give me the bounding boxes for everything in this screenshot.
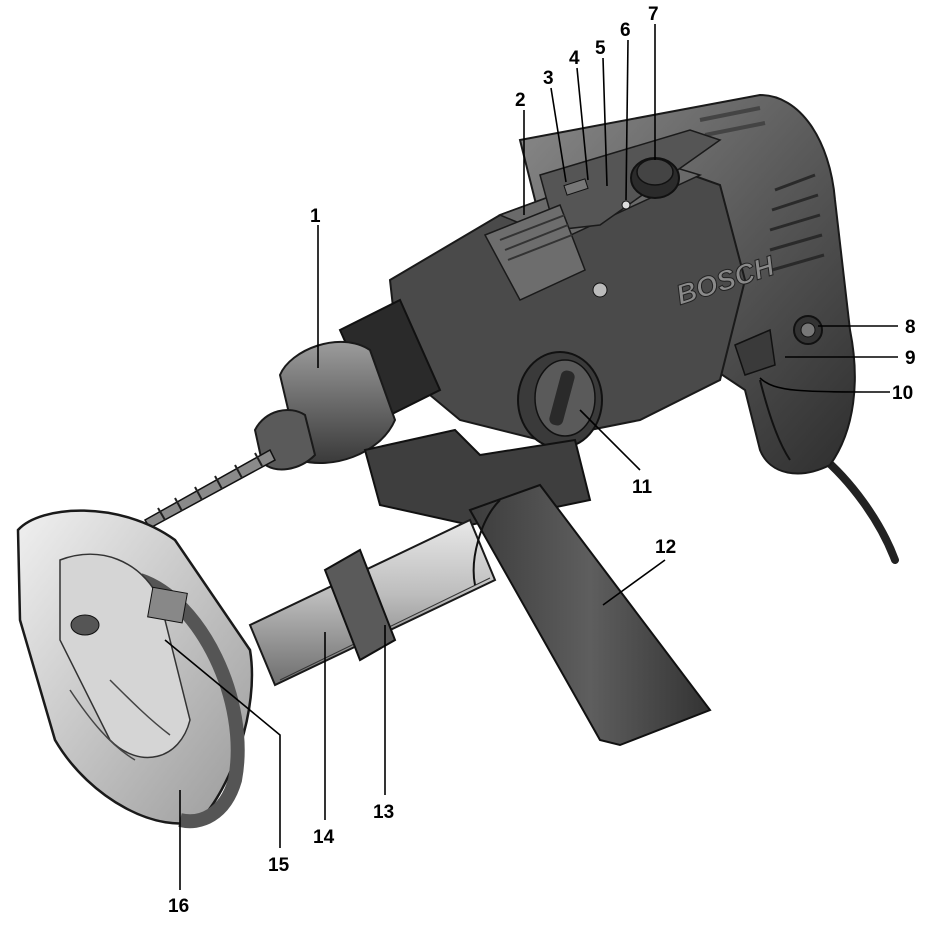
callout-11: 11 [632, 477, 653, 498]
clamp-band [323, 548, 397, 662]
callout-6: 6 [620, 20, 631, 41]
speed-preselection-knob [630, 157, 680, 199]
top-vents [699, 106, 766, 137]
callout-13: 13 [373, 802, 394, 823]
callout-4: 4 [569, 48, 580, 69]
callout-3: 3 [543, 68, 554, 89]
grip-ribs [769, 173, 825, 272]
callout-5: 5 [595, 38, 606, 59]
callout-1: 1 [310, 206, 321, 227]
callout-9: 9 [905, 348, 916, 369]
power-cord [816, 451, 899, 564]
extraction-handle [468, 483, 712, 747]
auxiliary-knob [517, 351, 603, 449]
switch-area [734, 315, 823, 461]
callout-14: 14 [313, 827, 335, 848]
callout-15: 15 [268, 855, 290, 876]
callout-10: 10 [892, 383, 913, 404]
callout-labels: 1 2 3 4 5 6 7 8 9 10 11 12 13 14 15 16 [168, 4, 916, 917]
callout-12: 12 [655, 537, 676, 558]
leader-lines [164, 24, 898, 890]
indicator-dot [621, 200, 631, 210]
screw-head [592, 282, 608, 298]
callout-16: 16 [168, 896, 189, 917]
callout-7: 7 [648, 4, 659, 25]
drill-bit [143, 448, 276, 529]
mode-switch [563, 178, 589, 196]
callout-2: 2 [515, 90, 526, 111]
callout-8: 8 [905, 317, 916, 338]
